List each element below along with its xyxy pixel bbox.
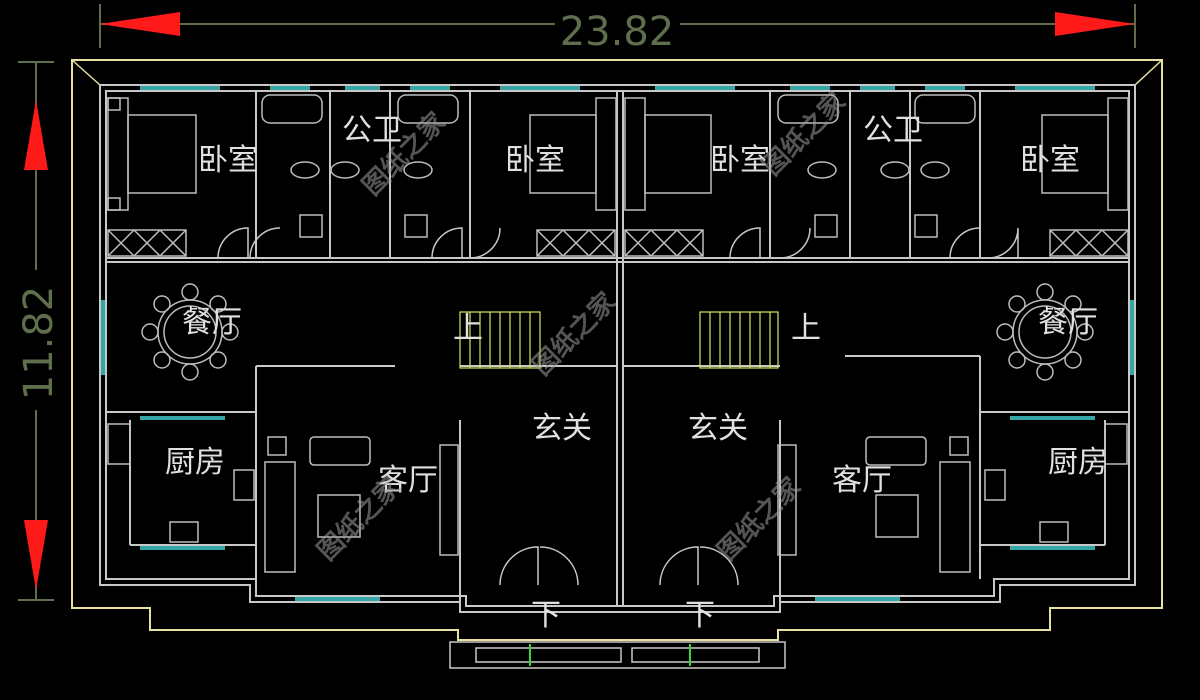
stair-up-label-right: 上 xyxy=(791,311,821,346)
dining-table-left xyxy=(141,283,239,381)
living-furniture xyxy=(264,436,971,573)
stair-up-label-left: 上 xyxy=(453,311,483,346)
height-dimension-label: 11.82 xyxy=(16,286,62,401)
windows xyxy=(101,86,1134,601)
watermarks: 图纸之家 图纸之家 图纸之家 图纸之家 图纸之家 xyxy=(311,86,851,566)
bedroom-label-2: 卧室 xyxy=(505,143,565,178)
room-labels: 卧室 公卫 卧室 卧室 公卫 卧室 餐厅 餐厅 上 上 玄关 玄关 厨房 厨房 … xyxy=(165,113,1108,633)
entry-label-right: 玄关 xyxy=(688,411,748,446)
kitchen-fixtures xyxy=(107,423,1128,543)
right-arrow-icon xyxy=(1055,12,1135,36)
front-step xyxy=(449,641,786,669)
watermark-4: 图纸之家 xyxy=(311,471,406,566)
down-label-right: 下 xyxy=(685,598,715,633)
dining-label-right: 餐厅 xyxy=(1038,305,1098,340)
bedroom-label-3: 卧室 xyxy=(710,143,770,178)
bathroom-fixtures xyxy=(261,94,976,238)
down-label-left: 下 xyxy=(531,598,561,633)
bathroom-label-2: 公卫 xyxy=(863,113,923,148)
width-dimension: 23.82 xyxy=(99,4,1136,55)
dining-table-right xyxy=(996,283,1094,381)
bedroom-label-4: 卧室 xyxy=(1020,143,1080,178)
roof-eave-outline xyxy=(71,59,1163,641)
watermark-5: 图纸之家 xyxy=(711,471,806,566)
beds xyxy=(107,97,1129,211)
stair-left xyxy=(459,311,541,369)
walls xyxy=(99,84,1136,613)
height-dimension: 11.82 xyxy=(16,61,62,601)
living-label-left: 客厅 xyxy=(378,463,438,498)
living-label-right: 客厅 xyxy=(832,463,892,498)
wardrobes xyxy=(107,229,1129,257)
door-swings xyxy=(217,227,1019,586)
bathroom-label-1: 公卫 xyxy=(342,113,402,148)
up-arrow-icon xyxy=(24,100,48,170)
kitchen-label-left: 厨房 xyxy=(165,445,225,480)
kitchen-label-right: 厨房 xyxy=(1048,445,1108,480)
left-arrow-icon xyxy=(100,12,180,36)
width-dimension-label: 23.82 xyxy=(560,9,675,55)
dining-label-left: 餐厅 xyxy=(182,305,242,340)
bedroom-label-1: 卧室 xyxy=(198,143,258,178)
entry-label-left: 玄关 xyxy=(532,411,592,446)
stair-right xyxy=(699,311,779,369)
down-arrow-icon xyxy=(24,520,48,590)
